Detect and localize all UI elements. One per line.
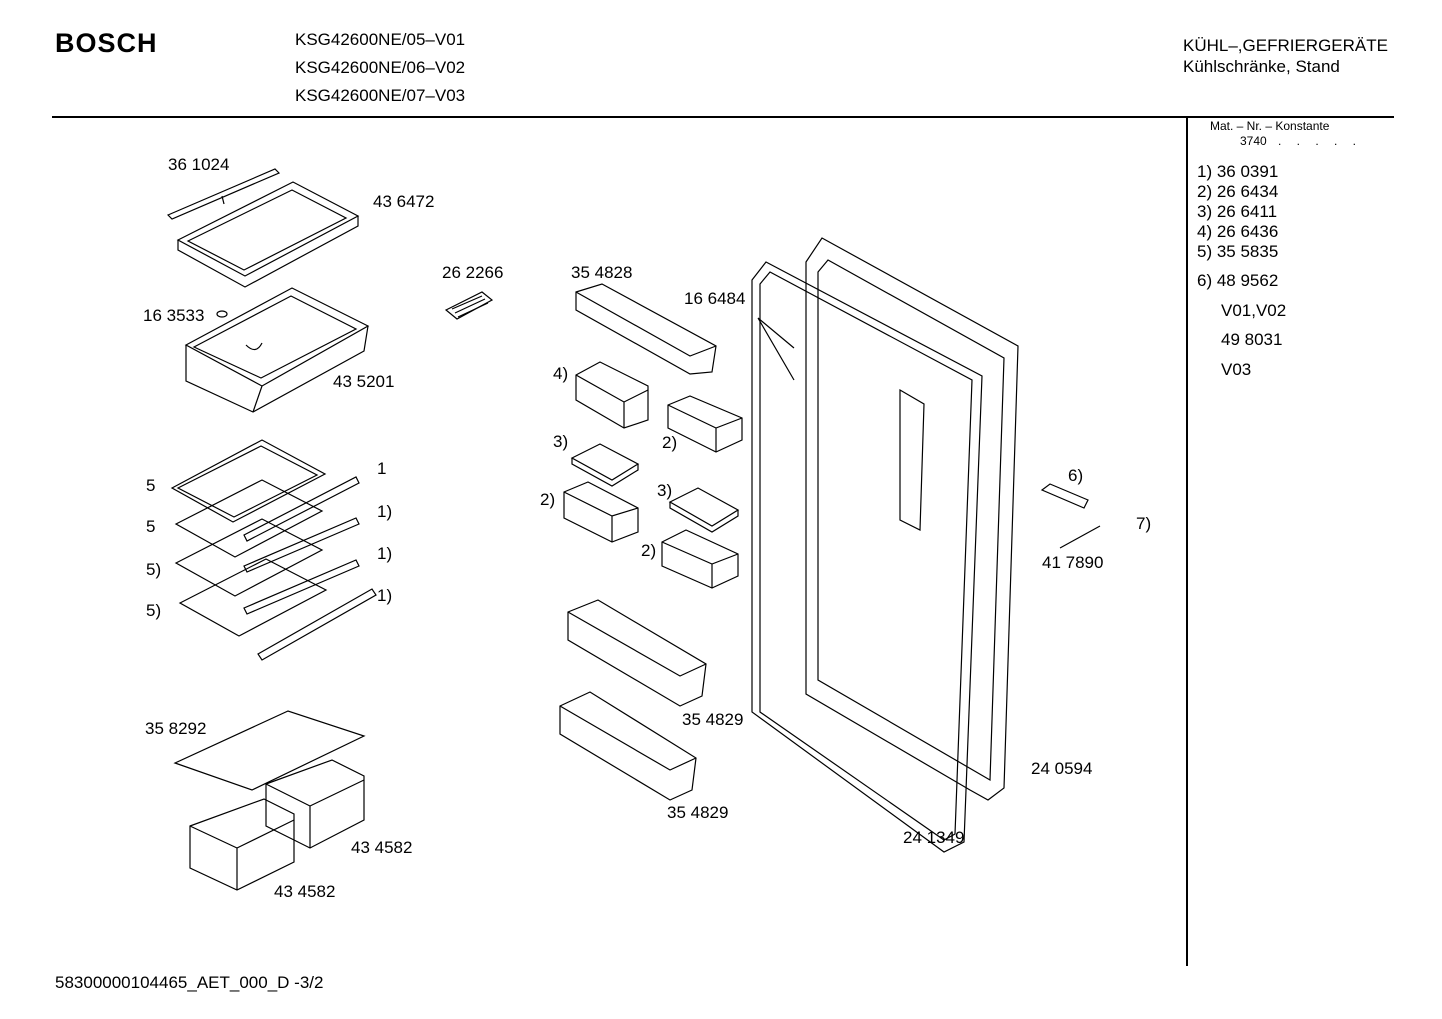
document-code: 58300000104465_AET_000_D -3/2 xyxy=(55,973,324,992)
model-code: KSG42600NE/05–V01 xyxy=(295,30,466,49)
callout-label: 5 xyxy=(146,517,156,536)
callout-label: 1) xyxy=(377,502,393,521)
side-item: 4) 26 6436 xyxy=(1197,222,1279,241)
door-part xyxy=(805,237,1019,801)
callout-label: 6) xyxy=(1068,466,1084,485)
mat-nr-dots: . . . . . xyxy=(1278,134,1363,148)
shelf-part xyxy=(170,439,360,542)
side-item: 5) 35 5835 xyxy=(1197,242,1279,261)
callout-label: 5 xyxy=(146,476,156,495)
side-item: 6) 48 9562 xyxy=(1197,271,1279,290)
door-rack-part xyxy=(575,283,717,375)
tray-lid-part xyxy=(176,181,360,288)
callout-label: 1) xyxy=(377,586,393,605)
part-number-label: 43 6472 xyxy=(373,192,435,211)
callout-label: 2) xyxy=(662,433,678,452)
part-number-label: 36 1024 xyxy=(168,155,230,174)
shelf-part xyxy=(174,479,360,573)
mat-nr-title: Mat. – Nr. – Konstante xyxy=(1210,119,1330,133)
door-bin-part xyxy=(563,481,639,543)
handle-part xyxy=(1040,483,1101,549)
cover-part xyxy=(444,291,494,320)
part-number-label: 35 4828 xyxy=(571,263,633,282)
model-code: KSG42600NE/06–V02 xyxy=(295,58,466,77)
callout-label: 3) xyxy=(553,432,569,451)
basket-part xyxy=(265,759,365,849)
part-number-label: 41 7890 xyxy=(1042,553,1104,572)
callout-label: 4) xyxy=(553,364,569,383)
category-subtitle: Kühlschränke, Stand xyxy=(1183,57,1340,76)
door-bin-part xyxy=(661,529,739,589)
part-number-label: 16 6484 xyxy=(684,289,746,308)
part-number-label: 35 8292 xyxy=(145,719,207,738)
glass-plate-part xyxy=(173,710,366,791)
shelf-part xyxy=(178,558,377,661)
crisper-drawer-part xyxy=(184,287,370,413)
header-divider xyxy=(52,116,1394,118)
side-item: V01,V02 xyxy=(1221,301,1287,320)
part-number-label: 43 4582 xyxy=(351,838,413,857)
mat-nr-value: 3740 xyxy=(1240,134,1267,148)
basket-part xyxy=(189,798,295,891)
door-bin-part xyxy=(667,395,743,453)
shelf-part xyxy=(174,518,360,615)
callout-label: 1) xyxy=(377,544,393,563)
part-number-label: 24 0594 xyxy=(1031,759,1093,778)
side-item: 49 8031 xyxy=(1221,330,1283,349)
callout-label: 5) xyxy=(146,601,162,620)
door-gasket-part xyxy=(751,261,983,853)
side-item: 1) 36 0391 xyxy=(1197,162,1279,181)
callout-label: 7) xyxy=(1136,514,1152,533)
part-number-label: 35 4829 xyxy=(682,710,744,729)
rail-part xyxy=(166,168,281,220)
part-number-label: 43 5201 xyxy=(333,372,395,391)
part-number-label: 43 4582 xyxy=(274,882,336,901)
part-number-label: 24 1349 xyxy=(903,828,965,847)
callout-label: 2) xyxy=(540,490,556,509)
door-rack-part xyxy=(559,691,697,801)
side-item: V03 xyxy=(1221,360,1252,379)
egg-tray-part xyxy=(668,487,740,533)
leader-lines xyxy=(757,317,795,381)
part-number-label: 26 2266 xyxy=(442,263,504,282)
model-code: KSG42600NE/07–V03 xyxy=(295,86,466,105)
part-number-label: 35 4829 xyxy=(667,803,729,822)
callout-label: 2) xyxy=(641,541,657,560)
egg-tray-part xyxy=(570,443,640,487)
side-item: 2) 26 6434 xyxy=(1197,182,1279,201)
callout-label: 1 xyxy=(377,459,387,478)
clip-part xyxy=(216,310,228,318)
door-bin-part xyxy=(575,361,649,429)
door-rack-part xyxy=(567,599,707,707)
side-divider xyxy=(1186,116,1188,966)
part-number-label: 16 3533 xyxy=(143,306,205,325)
category-title: KÜHL–,GEFRIERGERÄTE xyxy=(1183,36,1388,55)
callout-label: 5) xyxy=(146,560,162,579)
brand-logo: BOSCH xyxy=(55,28,158,58)
callout-label: 3) xyxy=(657,481,673,500)
side-item: 3) 26 6411 xyxy=(1197,202,1278,221)
